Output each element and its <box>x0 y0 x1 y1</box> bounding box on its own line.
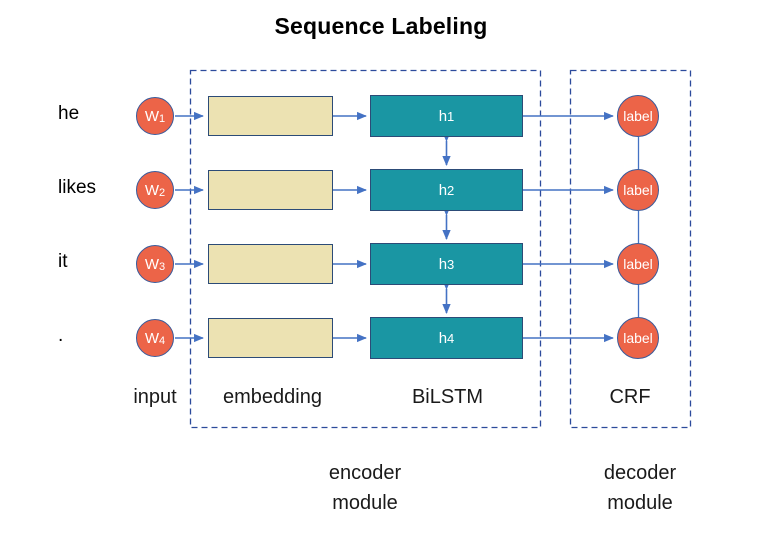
token-node-label-3: W <box>144 255 160 273</box>
encoder-module-caption: encoder module <box>275 458 455 518</box>
embedding-box-4[interactable] <box>208 318 333 358</box>
embedding-box-2[interactable] <box>208 170 333 210</box>
crf-label-node-4[interactable]: label <box>617 317 659 359</box>
caption-crf: CRF <box>609 386 651 408</box>
bilstm-cell-subscript-3: 3 <box>447 256 455 272</box>
token-node-label-4: W <box>144 329 160 347</box>
embedding-box-1[interactable] <box>208 96 333 136</box>
caption-bilstm: BiLSTM <box>411 386 484 408</box>
caption-input: input <box>133 386 177 408</box>
decoder-module-boundary <box>569 69 692 429</box>
caption-embedding: embedding <box>223 386 322 408</box>
input-word-2: likes <box>58 177 97 198</box>
token-node-subscript-2: 2 <box>159 186 166 199</box>
decoder-module-caption-line1: decoder <box>603 462 677 484</box>
token-node-subscript-1: 1 <box>159 112 166 125</box>
bilstm-cell-label-3: h <box>438 255 448 273</box>
token-node-subscript-3: 3 <box>159 260 166 273</box>
bilstm-cell-subscript-2: 2 <box>447 182 455 198</box>
input-word-3: it <box>58 251 68 272</box>
decoder-module-caption-line2: module <box>607 492 673 514</box>
crf-label-node-2[interactable]: label <box>617 169 659 211</box>
token-node-subscript-4: 4 <box>159 334 166 347</box>
crf-label-node-3[interactable]: label <box>617 243 659 285</box>
bilstm-cell-label-2: h <box>438 181 448 199</box>
input-word-4: . <box>58 325 64 346</box>
encoder-module-boundary <box>189 69 542 429</box>
decoder-module-caption: decoder module <box>550 458 730 518</box>
encoder-module-caption-line1: encoder <box>328 462 402 484</box>
token-node-label-1: W <box>144 107 160 125</box>
bilstm-cell-subscript-1: 1 <box>447 108 455 124</box>
bilstm-cell-subscript-4: 4 <box>447 330 455 346</box>
embedding-box-3[interactable] <box>208 244 333 284</box>
bilstm-cell-label-4: h <box>438 329 448 347</box>
crf-label-node-1[interactable]: label <box>617 95 659 137</box>
token-node-label-2: W <box>144 181 160 199</box>
page-title: Sequence Labeling <box>274 13 488 39</box>
input-word-1: he <box>58 103 80 124</box>
encoder-module-caption-line2: module <box>332 492 398 514</box>
bilstm-cell-label-1: h <box>438 107 448 125</box>
